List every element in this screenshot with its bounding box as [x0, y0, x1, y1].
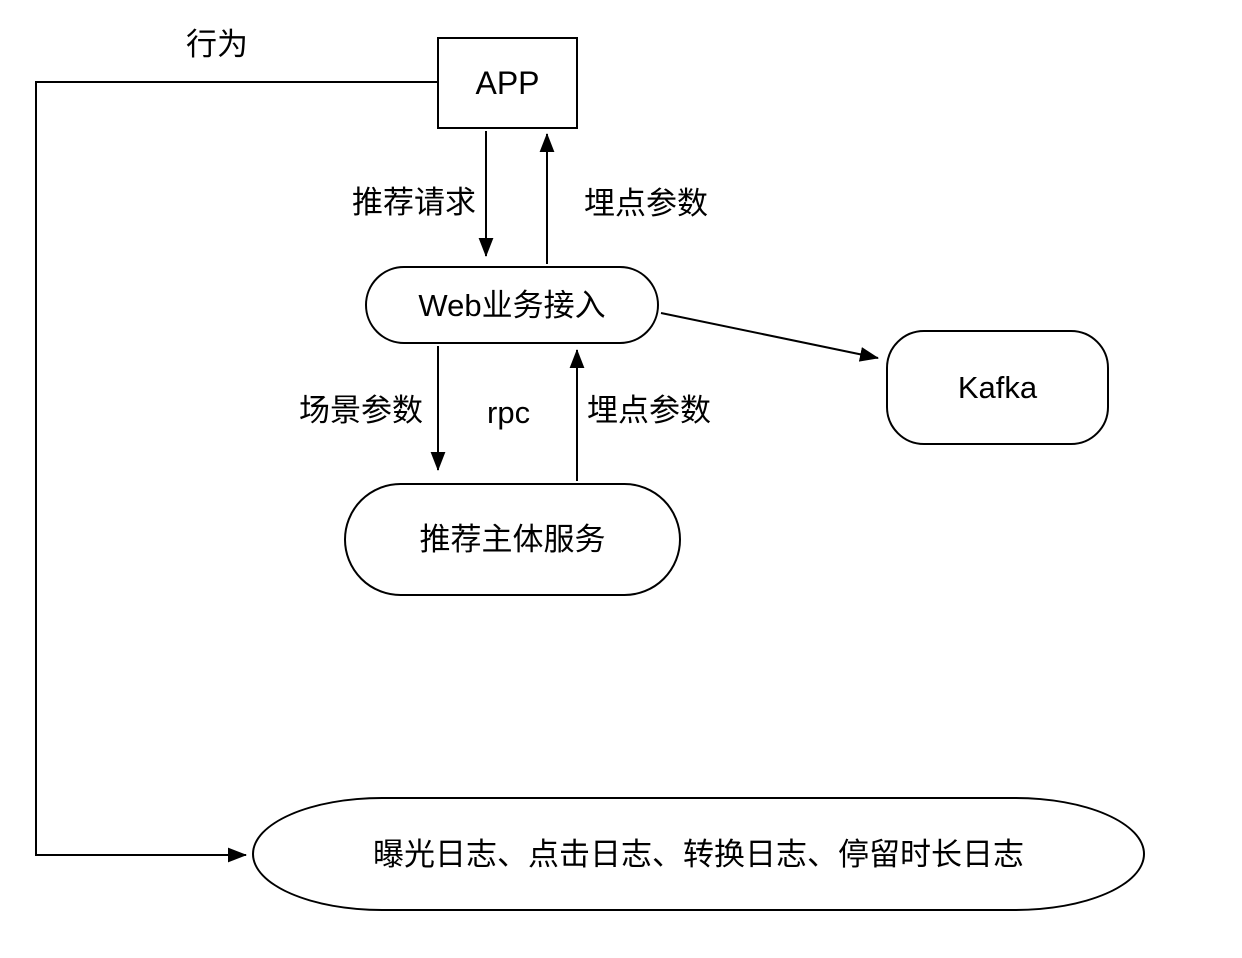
edge-label-behavior: 行为 — [186, 27, 248, 62]
node-logs: 曝光日志、点击日志、转换日志、停留时长日志 — [252, 797, 1145, 911]
edge-label-rpc: rpc — [487, 395, 531, 430]
node-web-access: Web业务接入 — [365, 266, 659, 344]
edge-label-scene-params: 场景参数 — [299, 393, 423, 428]
node-recommend-service-label: 推荐主体服务 — [419, 522, 606, 557]
node-web-access-label: Web业务接入 — [418, 287, 606, 323]
edge-label-recommend-request: 推荐请求 — [352, 185, 476, 220]
node-recommend-service: 推荐主体服务 — [344, 483, 681, 596]
edge-web-to-kafka — [660, 312, 879, 362]
node-app-label: APP — [475, 65, 540, 101]
edge-label-tracking-params-top: 埋点参数 — [584, 186, 708, 221]
edge-label-tracking-params-mid: 埋点参数 — [587, 393, 711, 428]
node-logs-label: 曝光日志、点击日志、转换日志、停留时长日志 — [373, 836, 1024, 872]
node-kafka-label: Kafka — [957, 370, 1038, 405]
node-kafka: Kafka — [886, 330, 1109, 445]
node-app: APP — [437, 37, 578, 129]
edge-behavior-app-to-logs — [35, 81, 437, 863]
